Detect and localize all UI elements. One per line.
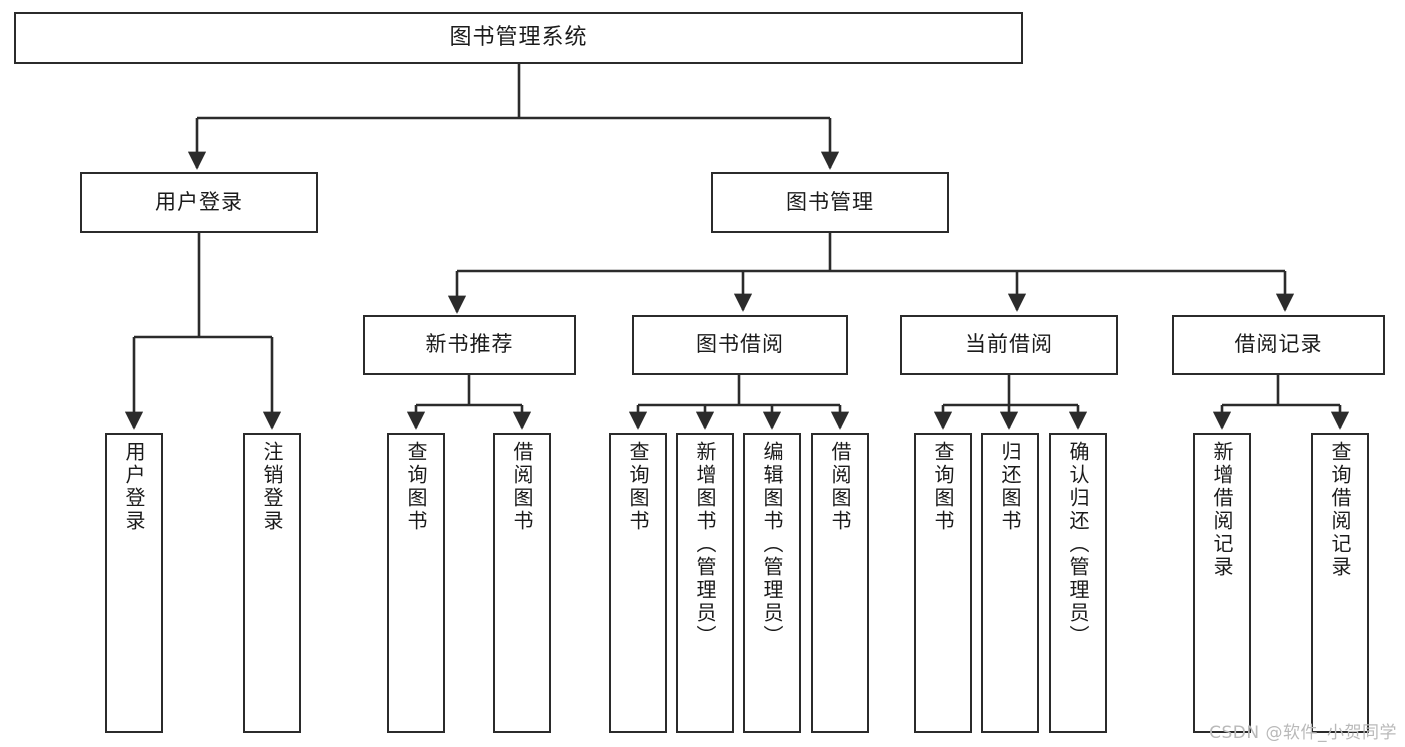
node-label: 编辑图书（管理员）: [760, 441, 784, 648]
node-leaf-confirm-return-admin[interactable]: 确认归还（管理员）: [1049, 433, 1107, 733]
node-label: 图书管理: [786, 189, 874, 214]
node-label: 查询图书: [931, 441, 955, 533]
node-label: 借阅图书: [828, 441, 852, 533]
node-root-book-management-system[interactable]: 图书管理系统: [14, 12, 1023, 64]
node-label: 用户登录: [155, 189, 243, 214]
node-book-management[interactable]: 图书管理: [711, 172, 949, 233]
node-label: 查询借阅记录: [1328, 441, 1352, 579]
node-label: 查询图书: [626, 441, 650, 533]
node-leaf-add-book-admin[interactable]: 新增图书（管理员）: [676, 433, 734, 733]
node-current-borrow[interactable]: 当前借阅: [900, 315, 1118, 375]
node-leaf-logout[interactable]: 注销登录: [243, 433, 301, 733]
node-book-borrow[interactable]: 图书借阅: [632, 315, 848, 375]
node-leaf-query-book-recommend[interactable]: 查询图书: [387, 433, 445, 733]
node-leaf-return-book[interactable]: 归还图书: [981, 433, 1039, 733]
node-new-book-recommend[interactable]: 新书推荐: [363, 315, 576, 375]
node-label: 注销登录: [260, 441, 284, 533]
node-leaf-edit-book-admin[interactable]: 编辑图书（管理员）: [743, 433, 801, 733]
node-label: 借阅记录: [1234, 332, 1323, 357]
node-leaf-borrow-book[interactable]: 借阅图书: [811, 433, 869, 733]
node-label: 用户登录: [122, 441, 146, 533]
node-leaf-user-login[interactable]: 用户登录: [105, 433, 163, 733]
node-label: 归还图书: [998, 441, 1022, 533]
node-leaf-query-borrow-record[interactable]: 查询借阅记录: [1311, 433, 1369, 733]
node-leaf-query-book-current[interactable]: 查询图书: [914, 433, 972, 733]
node-label: 当前借阅: [965, 332, 1053, 357]
watermark-text: CSDN @软件_小贺同学: [1209, 723, 1397, 743]
node-label: 新增图书（管理员）: [693, 441, 717, 648]
node-label: 新书推荐: [425, 332, 514, 357]
node-borrow-record[interactable]: 借阅记录: [1172, 315, 1385, 375]
node-user-login[interactable]: 用户登录: [80, 172, 318, 233]
node-label: 查询图书: [404, 441, 428, 533]
node-label: 借阅图书: [510, 441, 534, 533]
node-label: 图书借阅: [696, 332, 784, 357]
node-leaf-query-book-borrow[interactable]: 查询图书: [609, 433, 667, 733]
node-leaf-add-borrow-record[interactable]: 新增借阅记录: [1193, 433, 1251, 733]
node-label: 图书管理系统: [449, 24, 588, 50]
node-leaf-borrow-book-recommend[interactable]: 借阅图书: [493, 433, 551, 733]
node-label: 确认归还（管理员）: [1066, 441, 1090, 648]
node-label: 新增借阅记录: [1210, 441, 1234, 579]
